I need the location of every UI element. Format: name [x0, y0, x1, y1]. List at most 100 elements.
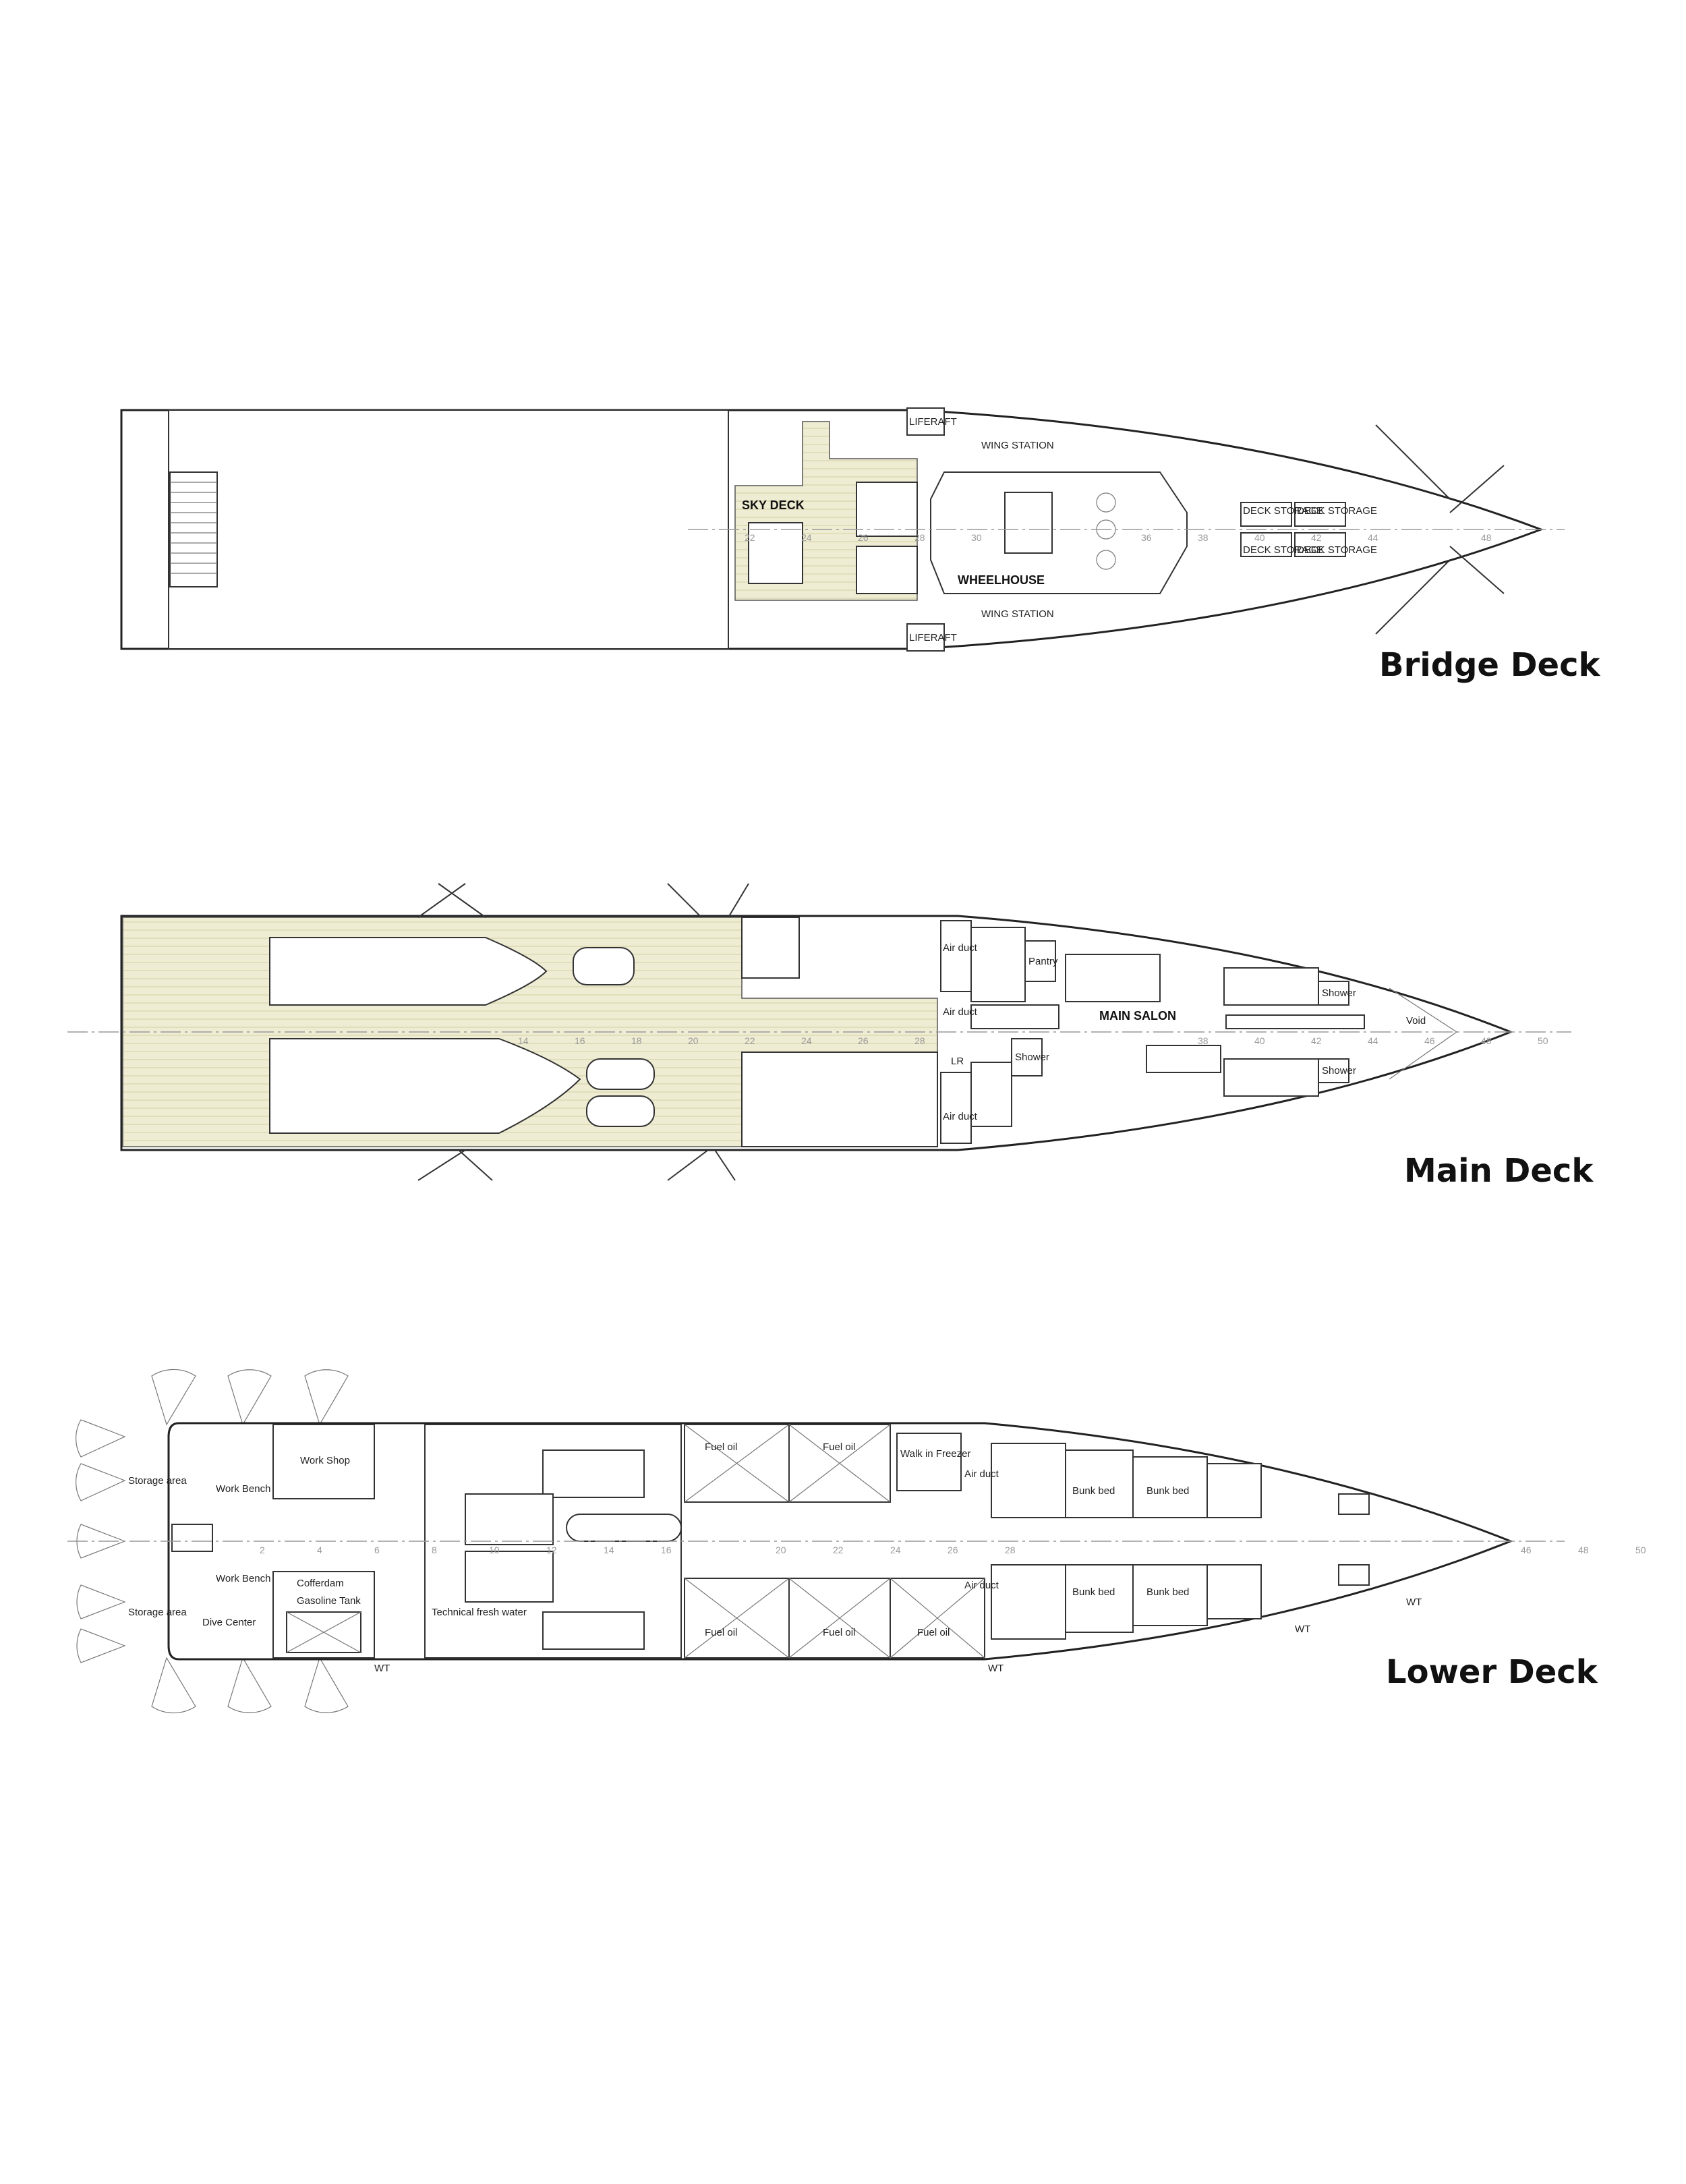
bridge-deck-labels: SKY DECK WHEELHOUSE LIFERAFT LIFERAFT WI…: [742, 416, 1601, 684]
gasoline-tank: [286, 1611, 361, 1653]
tanks: [684, 1424, 985, 1659]
deck-storage-label: DECK STORAGE: [1243, 544, 1323, 556]
sofa: [856, 482, 918, 537]
frame-number: 28: [914, 532, 925, 543]
lr-label: LR: [951, 1056, 964, 1067]
technical-fresh-water-label: Technical fresh water: [432, 1607, 527, 1618]
davit-swing-arcs: [76, 1369, 349, 1714]
fuel-oil-label: Fuel oil: [823, 1627, 855, 1638]
tender: [269, 1038, 581, 1134]
frame-number: 28: [914, 1035, 925, 1046]
helm-chair: [1096, 550, 1116, 570]
air-duct-label: Air duct: [943, 942, 978, 954]
storage-area-label: Storage area: [128, 1607, 187, 1618]
wing-station-label: WING STATION: [981, 608, 1054, 620]
frame-number: 50: [1538, 1035, 1548, 1046]
gasoline-tank-label: Gasoline Tank: [297, 1595, 361, 1607]
frame-number: 18: [631, 1035, 642, 1046]
upper-aft-platform: [168, 409, 729, 650]
frame-number: 24: [801, 532, 812, 543]
liferaft-label: LIFERAFT: [909, 416, 957, 428]
air-duct-label: Air duct: [964, 1468, 999, 1480]
sofa: [856, 546, 918, 594]
garage: [741, 1052, 938, 1147]
deck-storage-label: DECK STORAGE: [1243, 505, 1323, 517]
liferaft: [906, 407, 945, 436]
frame-number: 20: [776, 1545, 786, 1555]
frame-number: 24: [801, 1035, 812, 1046]
frame-number: 20: [688, 1035, 699, 1046]
wheelhouse: [930, 471, 1188, 594]
frame-number: 36: [1141, 532, 1152, 543]
frame-number: 16: [661, 1545, 672, 1555]
frame-number: 30: [971, 532, 982, 543]
frame-number: 40: [1254, 532, 1265, 543]
frame-number: 42: [1311, 1035, 1322, 1046]
helm-chair: [1096, 492, 1116, 513]
shower-label: Shower: [1322, 987, 1356, 999]
tender: [269, 937, 548, 1006]
sofa: [748, 522, 803, 584]
frame-number: 14: [518, 1035, 529, 1046]
cofferdam-label: Cofferdam: [297, 1578, 344, 1589]
frame-number: 6: [374, 1545, 380, 1555]
stair-enclosure: [741, 917, 800, 979]
bunk-bed-label: Bunk bed: [1072, 1586, 1115, 1598]
pantry-label: Pantry: [1028, 956, 1058, 967]
frame-number: 22: [833, 1545, 844, 1555]
frame-number: 40: [1254, 1035, 1265, 1046]
jet-ski: [586, 1095, 655, 1127]
wheelhouse-stair: [1004, 492, 1053, 554]
deck-storage-label: DECK STORAGE: [1297, 505, 1377, 517]
frame-number: 24: [890, 1545, 901, 1555]
frame-number: 50: [1635, 1545, 1646, 1555]
fuel-oil-label: Fuel oil: [917, 1627, 950, 1638]
frame-number: 38: [1198, 532, 1209, 543]
fuel-oil-label: Fuel oil: [705, 1441, 737, 1453]
main-salon-label: MAIN SALON: [1099, 1009, 1176, 1023]
frame-number: 8: [432, 1545, 437, 1555]
frame-number: 26: [948, 1545, 958, 1555]
sky-deck-label: SKY DECK: [742, 498, 805, 512]
frame-number: 44: [1368, 1035, 1378, 1046]
frame-number: 48: [1481, 532, 1492, 543]
dive-center-label: Dive Center: [202, 1617, 256, 1628]
bridge-deck-plan: [120, 407, 1565, 652]
wing-station-label: WING STATION: [981, 440, 1054, 451]
frame-number: 4: [317, 1545, 322, 1555]
shower-label: Shower: [1015, 1052, 1049, 1063]
deck-storage: [1240, 502, 1346, 557]
frame-number: 48: [1578, 1545, 1589, 1555]
frame-number: 16: [575, 1035, 585, 1046]
main-deck-title: Main Deck: [1404, 1152, 1594, 1190]
frame-number: 10: [489, 1545, 500, 1555]
walk-in-freezer-label: Walk in Freezer: [900, 1448, 970, 1460]
wt-label: WT: [1406, 1597, 1422, 1608]
frame-number: 12: [546, 1545, 557, 1555]
mooring-lines: [1375, 424, 1505, 635]
jet-ski: [586, 1058, 655, 1090]
bunk-bed-label: Bunk bed: [1146, 1485, 1189, 1497]
frame-number: 46: [1424, 1035, 1435, 1046]
work-bench-label: Work Bench: [216, 1483, 270, 1495]
main-deck-plan: [67, 883, 1571, 1181]
stair: [169, 471, 218, 587]
mooring-lines: [417, 883, 749, 1181]
wt-label: WT: [1295, 1623, 1310, 1635]
frame-number: 48: [1481, 1035, 1492, 1046]
air-duct-label: Air duct: [943, 1006, 978, 1018]
void-label: Void: [1406, 1015, 1426, 1027]
accommodation: [940, 920, 1458, 1144]
fuel-oil-label: Fuel oil: [705, 1627, 737, 1638]
wt-label: WT: [374, 1663, 390, 1674]
frame-number: 42: [1311, 532, 1322, 543]
main-deck-labels: Air duct Air duct Air duct LR Pantry Sho…: [943, 942, 1594, 1190]
frame-number: 22: [745, 532, 755, 543]
wheelhouse-label: WHEELHOUSE: [958, 573, 1045, 587]
lower-deck-title: Lower Deck: [1386, 1653, 1598, 1691]
fuel-oil-label: Fuel oil: [823, 1441, 855, 1453]
lower-deck-plan: [67, 1369, 1565, 1714]
frame-number: 26: [858, 1035, 869, 1046]
frame-number: 26: [858, 532, 869, 543]
